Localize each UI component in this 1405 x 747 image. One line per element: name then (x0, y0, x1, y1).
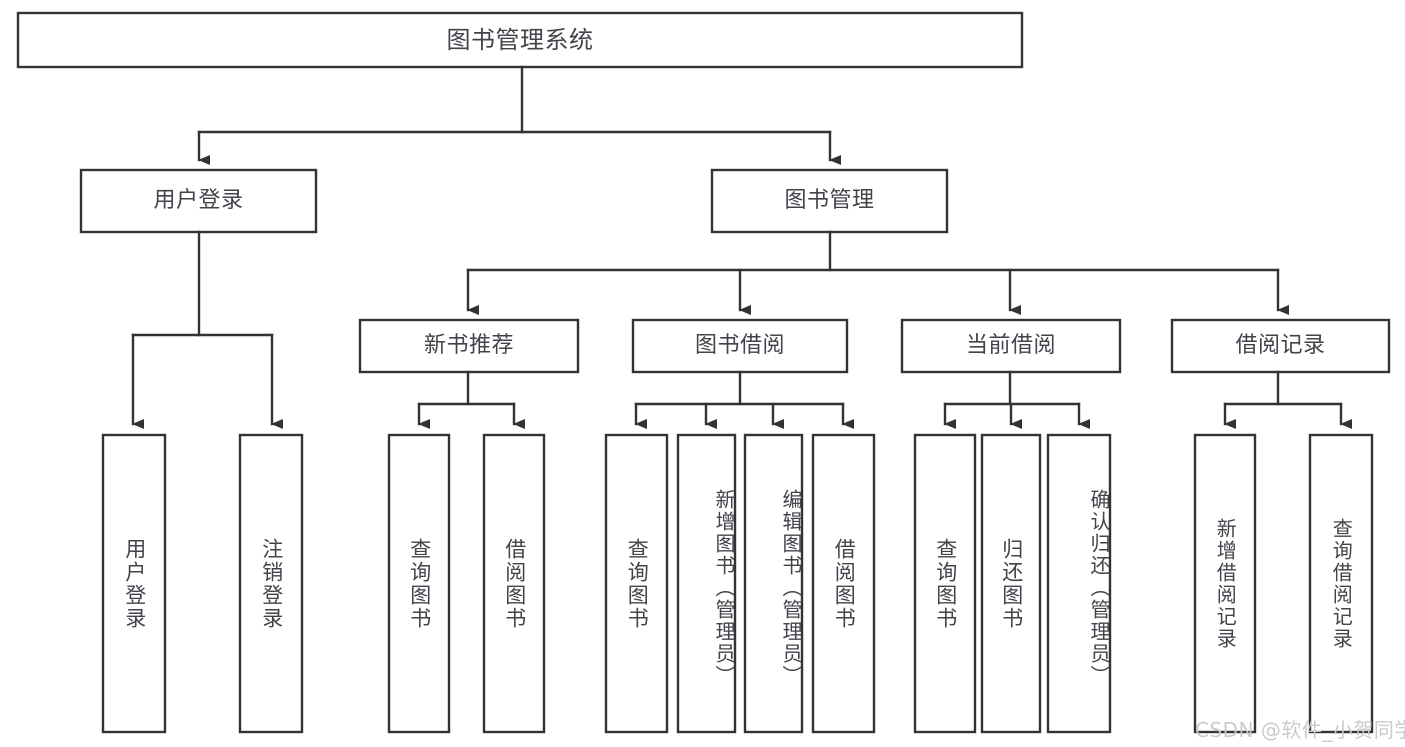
node-box-leaf-confirm-return-admin[interactable] (1046, 433, 1112, 734)
node-box-leaf-query-book-3[interactable] (913, 433, 977, 734)
node-box-new-book-rec[interactable] (358, 318, 580, 374)
node-box-leaf-return-book[interactable] (980, 433, 1042, 734)
node-box-leaf-add-book-admin[interactable] (676, 433, 737, 734)
node-box-leaf-add-borrow-record[interactable] (1193, 433, 1257, 734)
node-box-book-borrow[interactable] (631, 318, 849, 374)
node-box-leaf-user-login[interactable] (101, 433, 167, 734)
node-box-book-manage[interactable] (710, 168, 949, 234)
node-box-leaf-user-logout[interactable] (238, 433, 304, 734)
node-box-leaf-edit-book-admin[interactable] (743, 433, 804, 734)
node-box-leaf-query-book-1[interactable] (387, 433, 451, 734)
node-box-leaf-query-borrow-record[interactable] (1308, 433, 1374, 734)
node-box-leaf-borrow-book-2[interactable] (811, 433, 876, 734)
node-box-leaf-borrow-book-1[interactable] (482, 433, 546, 734)
node-box-current-borrow[interactable] (900, 318, 1122, 374)
node-box-leaf-query-book-2[interactable] (604, 433, 669, 734)
node-box-borrow-record[interactable] (1170, 318, 1391, 374)
watermark-csdn: CSDN @软件_小贺同学 (1195, 718, 1405, 742)
node-box-user-login[interactable] (79, 168, 318, 234)
node-box-root[interactable] (16, 11, 1024, 69)
